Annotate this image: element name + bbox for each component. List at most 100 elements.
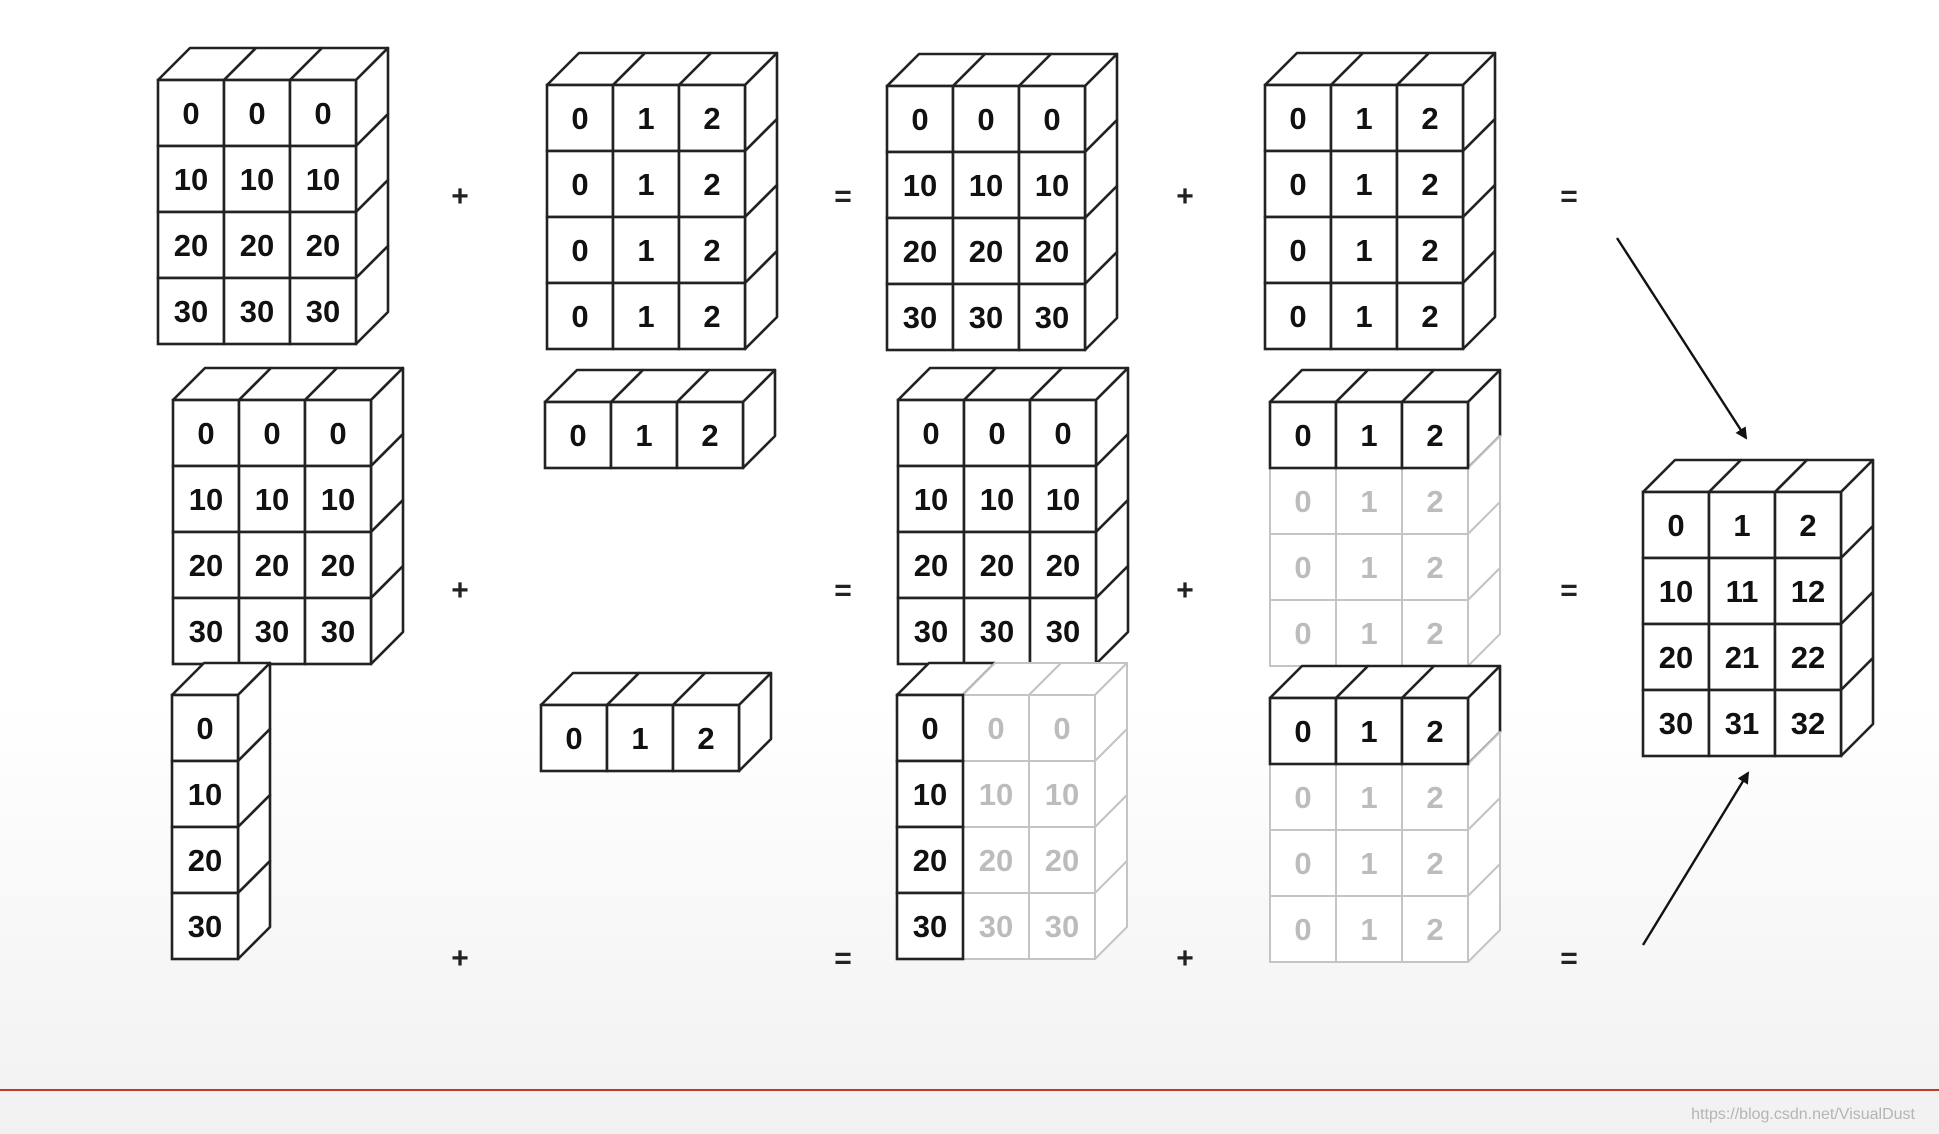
cube-value: 1 <box>1360 912 1377 947</box>
cube-front-face <box>1269 895 1337 963</box>
cube-value: 10 <box>914 482 948 517</box>
cube-value: 10 <box>306 162 340 197</box>
cube-value: 30 <box>306 294 340 329</box>
plus-sign-row1: + <box>1176 180 1194 213</box>
cube-value: 1 <box>1360 484 1377 519</box>
cube-front-face <box>962 530 1032 600</box>
equals-sign-row2: = <box>1560 574 1578 607</box>
cube-value: 0 <box>263 416 280 451</box>
cube-value: 0 <box>1054 416 1071 451</box>
operator-layer: +=+=+=+=+=+= <box>451 180 1578 975</box>
cube-value: 20 <box>979 843 1013 878</box>
cube-front-face <box>303 398 373 468</box>
cube-value: 2 <box>1421 299 1438 334</box>
cube-value: 0 <box>1294 780 1311 815</box>
cube-value: 30 <box>914 614 948 649</box>
cube-value: 0 <box>1667 508 1684 543</box>
cube-value: 0 <box>1053 711 1070 746</box>
cube-front-face <box>222 210 292 280</box>
cube-value: 0 <box>197 416 214 451</box>
cube-front-face <box>545 281 615 351</box>
cube-value: 0 <box>1294 616 1311 651</box>
cube-front-face <box>609 400 679 470</box>
cube-front-face <box>171 596 241 666</box>
cube-front-face <box>962 892 1030 960</box>
cube-front-face <box>1395 149 1465 219</box>
cube-value: 0 <box>977 102 994 137</box>
cube-value: 30 <box>1659 706 1693 741</box>
cube-value: 2 <box>1426 616 1443 651</box>
cube-front-face <box>170 759 240 829</box>
cube-front-face <box>1028 596 1098 666</box>
cube-front-face <box>1641 622 1711 692</box>
cube-front-face <box>171 464 241 534</box>
cube-value: 12 <box>1791 574 1825 609</box>
cube-front-face <box>1028 530 1098 600</box>
cube-value: 2 <box>1426 418 1443 453</box>
cube-front-face <box>1017 282 1087 352</box>
cube-front-face <box>543 400 613 470</box>
cube-front-face <box>1773 688 1843 758</box>
cube-value: 0 <box>987 711 1004 746</box>
cube-value: 30 <box>980 614 1014 649</box>
cube-front-face <box>962 694 1030 762</box>
cube-value: 10 <box>1046 482 1080 517</box>
cube-value: 10 <box>969 168 1003 203</box>
cube-front-face <box>222 78 292 148</box>
cube-front-face <box>303 530 373 600</box>
cube-front-face <box>1401 533 1469 601</box>
cube-value: 0 <box>565 721 582 756</box>
cube-value: 0 <box>1294 846 1311 881</box>
cube-value: 30 <box>188 909 222 944</box>
cube-value: 1 <box>1360 418 1377 453</box>
cube-value: 20 <box>913 843 947 878</box>
cube-value: 10 <box>903 168 937 203</box>
cube-value: 1 <box>1360 846 1377 881</box>
cube-value: 10 <box>980 482 1014 517</box>
arrow-bottom-to-result <box>1641 771 1750 946</box>
cube-front-face <box>951 282 1021 352</box>
cube-value: 10 <box>188 777 222 812</box>
cube-value: 20 <box>240 228 274 263</box>
cube-value: 0 <box>922 416 939 451</box>
cube-front-face <box>1335 763 1403 831</box>
cube-value: 30 <box>255 614 289 649</box>
cube-front-face <box>288 78 358 148</box>
cube-front-face <box>1334 696 1404 766</box>
cube-front-face <box>1028 892 1096 960</box>
cube-front-face <box>303 596 373 666</box>
cube-value: 0 <box>1294 912 1311 947</box>
cube-value: 2 <box>1426 846 1443 881</box>
cube-front-face <box>605 703 675 773</box>
cube-value: 1 <box>1360 780 1377 815</box>
cube-front-face <box>170 891 240 961</box>
equals-sign-row2: = <box>834 574 852 607</box>
cube-value: 1 <box>637 233 654 268</box>
cube-value: 0 <box>988 416 1005 451</box>
cube-value: 2 <box>1799 508 1816 543</box>
cube-value: 10 <box>1035 168 1069 203</box>
equals-sign-row1: = <box>1560 180 1578 213</box>
cube-value: 1 <box>1355 299 1372 334</box>
cube-front-face <box>1400 400 1470 470</box>
cube-value: 0 <box>1294 418 1311 453</box>
plus-sign-row2: + <box>1176 574 1194 607</box>
cube-front-face <box>1707 490 1777 560</box>
cube-value: 10 <box>240 162 274 197</box>
cube-front-face <box>545 149 615 219</box>
equals-sign-row1: = <box>834 180 852 213</box>
watermark-text: https://blog.csdn.net/VisualDust <box>1691 1106 1915 1123</box>
plus-sign-row3: + <box>1176 942 1194 975</box>
cube-value: 30 <box>240 294 274 329</box>
cube-front-face <box>1268 696 1338 766</box>
cube-front-face <box>156 210 226 280</box>
cube-value: 1 <box>635 418 652 453</box>
cube-value: 0 <box>1289 233 1306 268</box>
cube-value: 2 <box>701 418 718 453</box>
cube-front-face <box>895 825 965 895</box>
